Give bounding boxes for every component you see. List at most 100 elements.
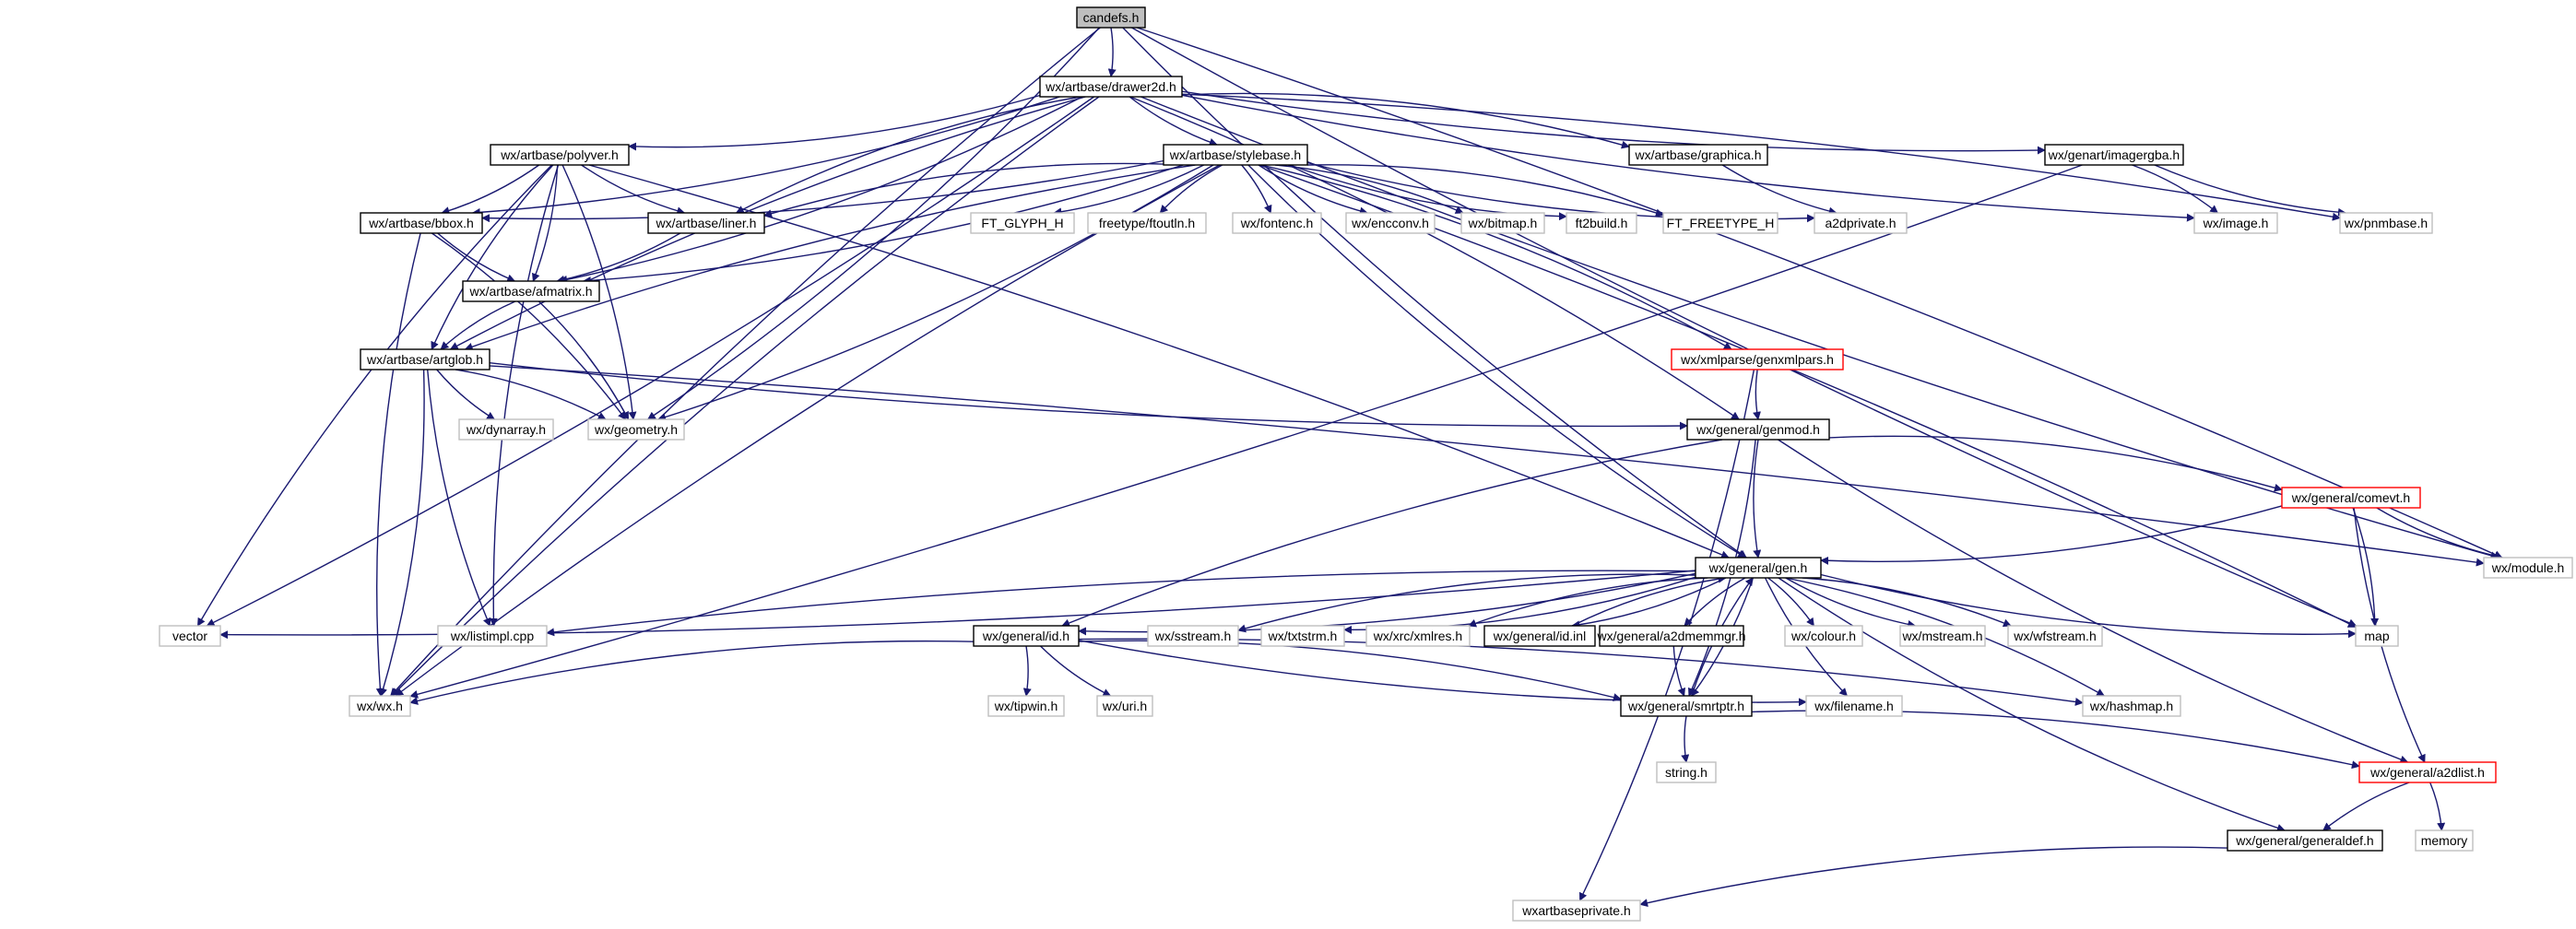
- node-wfstream-box[interactable]: [2007, 625, 2103, 647]
- node-candefs[interactable]: candefs.h: [1076, 6, 1146, 29]
- node-memory[interactable]: memory: [2415, 829, 2474, 852]
- node-stylebase[interactable]: wx/artbase/stylebase.h: [1163, 144, 1308, 166]
- node-ftglyph-box[interactable]: [970, 212, 1075, 234]
- node-memory-box[interactable]: [2415, 829, 2474, 852]
- node-a2dprivate[interactable]: a2dprivate.h: [1814, 212, 1908, 234]
- node-smrtptr-box[interactable]: [1620, 695, 1753, 717]
- node-a2dmemmgr-box[interactable]: [1599, 625, 1744, 647]
- node-liner-box[interactable]: [647, 212, 765, 234]
- node-ftoutln[interactable]: freetype/ftoutln.h: [1087, 212, 1207, 234]
- node-fontenc[interactable]: wx/fontenc.h: [1232, 212, 1322, 234]
- node-txtstrm[interactable]: wx/txtstrm.h: [1260, 625, 1345, 647]
- node-listimpl-box[interactable]: [437, 625, 548, 647]
- node-ftoutln-box[interactable]: [1087, 212, 1207, 234]
- node-encconv-box[interactable]: [1345, 212, 1436, 234]
- node-geometry-box[interactable]: [587, 418, 685, 441]
- node-genxmlpars-box[interactable]: [1671, 348, 1844, 370]
- node-a2dlist[interactable]: wx/general/a2dlist.h: [2358, 761, 2497, 783]
- node-image[interactable]: wx/image.h: [2193, 212, 2278, 234]
- node-generaldef-box[interactable]: [2227, 829, 2383, 852]
- node-wxartbaseprivate[interactable]: wxartbaseprivate.h: [1512, 900, 1641, 922]
- node-tipwin-box[interactable]: [987, 695, 1065, 717]
- node-a2dlist-box[interactable]: [2358, 761, 2497, 783]
- node-bbox-box[interactable]: [360, 212, 483, 234]
- node-bitmap-box[interactable]: [1460, 212, 1545, 234]
- node-wxh-box[interactable]: [349, 695, 411, 717]
- node-sstream[interactable]: wx/sstream.h: [1147, 625, 1239, 647]
- node-genmod-box[interactable]: [1686, 418, 1830, 441]
- node-afmatrix-box[interactable]: [462, 280, 600, 302]
- node-module-box[interactable]: [2483, 557, 2573, 579]
- node-colour[interactable]: wx/colour.h: [1784, 625, 1863, 647]
- node-image-box[interactable]: [2193, 212, 2278, 234]
- node-gen[interactable]: wx/general/gen.h: [1695, 557, 1822, 579]
- node-generaldef[interactable]: wx/general/generaldef.h: [2227, 829, 2383, 852]
- node-txtstrm-box[interactable]: [1260, 625, 1345, 647]
- node-stylebase-box[interactable]: [1163, 144, 1308, 166]
- node-filename[interactable]: wx/filename.h: [1805, 695, 1903, 717]
- node-graphica[interactable]: wx/artbase/graphica.h: [1628, 144, 1768, 166]
- node-vector-box[interactable]: [159, 625, 221, 647]
- node-colour-box[interactable]: [1784, 625, 1863, 647]
- node-ft2build-box[interactable]: [1566, 212, 1637, 234]
- node-stringh-box[interactable]: [1656, 761, 1717, 783]
- node-listimpl[interactable]: wx/listimpl.cpp: [437, 625, 548, 647]
- node-smrtptr[interactable]: wx/general/smrtptr.h: [1620, 695, 1753, 717]
- node-idinl-box[interactable]: [1483, 625, 1596, 647]
- node-idinl[interactable]: wx/general/id.inl: [1483, 625, 1596, 647]
- node-comevt[interactable]: wx/general/comevt.h: [2281, 487, 2421, 509]
- node-ftfreetype-box[interactable]: [1662, 212, 1778, 234]
- node-gen-box[interactable]: [1695, 557, 1822, 579]
- node-artglob[interactable]: wx/artbase/artglob.h: [360, 348, 490, 370]
- node-drawer2d[interactable]: wx/artbase/drawer2d.h: [1039, 76, 1183, 98]
- node-stringh[interactable]: string.h: [1656, 761, 1717, 783]
- node-imagergba-box[interactable]: [2044, 144, 2184, 166]
- node-dynarray[interactable]: wx/dynarray.h: [458, 418, 554, 441]
- node-drawer2d-box[interactable]: [1039, 76, 1183, 98]
- node-genxmlpars[interactable]: wx/xmlparse/genxmlpars.h: [1671, 348, 1844, 370]
- node-polyver[interactable]: wx/artbase/polyver.h: [490, 144, 630, 166]
- node-map[interactable]: map: [2355, 625, 2399, 647]
- node-hashmap-box[interactable]: [2082, 695, 2181, 717]
- node-vector[interactable]: vector: [159, 625, 221, 647]
- node-a2dprivate-box[interactable]: [1814, 212, 1908, 234]
- node-afmatrix[interactable]: wx/artbase/afmatrix.h: [462, 280, 600, 302]
- node-mstream[interactable]: wx/mstream.h: [1899, 625, 1986, 647]
- node-xmlres[interactable]: wx/xrc/xmlres.h: [1365, 625, 1471, 647]
- node-imagergba[interactable]: wx/genart/imagergba.h: [2044, 144, 2184, 166]
- node-ft2build[interactable]: ft2build.h: [1566, 212, 1637, 234]
- node-map-box[interactable]: [2355, 625, 2399, 647]
- node-ftglyph[interactable]: FT_GLYPH_H: [970, 212, 1075, 234]
- node-pnmbase-box[interactable]: [2339, 212, 2433, 234]
- node-bitmap[interactable]: wx/bitmap.h: [1460, 212, 1545, 234]
- node-sstream-box[interactable]: [1147, 625, 1239, 647]
- node-comevt-box[interactable]: [2281, 487, 2421, 509]
- node-idh-box[interactable]: [973, 625, 1080, 647]
- node-mstream-box[interactable]: [1899, 625, 1986, 647]
- node-a2dmemmgr[interactable]: wx/general/a2dmemmgr.h: [1596, 625, 1746, 647]
- node-genmod[interactable]: wx/general/genmod.h: [1686, 418, 1830, 441]
- node-fontenc-box[interactable]: [1232, 212, 1322, 234]
- node-liner[interactable]: wx/artbase/liner.h: [647, 212, 765, 234]
- node-module[interactable]: wx/module.h: [2483, 557, 2573, 579]
- node-artglob-box[interactable]: [360, 348, 490, 370]
- node-polyver-box[interactable]: [490, 144, 630, 166]
- node-filename-box[interactable]: [1805, 695, 1903, 717]
- node-encconv[interactable]: wx/encconv.h: [1345, 212, 1436, 234]
- node-xmlres-box[interactable]: [1365, 625, 1471, 647]
- node-hashmap[interactable]: wx/hashmap.h: [2082, 695, 2181, 717]
- node-geometry[interactable]: wx/geometry.h: [587, 418, 685, 441]
- node-ftfreetype[interactable]: FT_FREETYPE_H: [1662, 212, 1778, 234]
- node-wxartbaseprivate-box[interactable]: [1512, 900, 1641, 922]
- node-bbox[interactable]: wx/artbase/bbox.h: [360, 212, 483, 234]
- node-tipwin[interactable]: wx/tipwin.h: [987, 695, 1065, 717]
- node-idh[interactable]: wx/general/id.h: [973, 625, 1080, 647]
- node-dynarray-box[interactable]: [458, 418, 554, 441]
- node-graphica-box[interactable]: [1628, 144, 1768, 166]
- node-wfstream[interactable]: wx/wfstream.h: [2007, 625, 2103, 647]
- node-uri-box[interactable]: [1096, 695, 1153, 717]
- node-candefs-box[interactable]: [1076, 6, 1146, 29]
- node-wxh[interactable]: wx/wx.h: [349, 695, 411, 717]
- node-uri[interactable]: wx/uri.h: [1096, 695, 1153, 717]
- node-pnmbase[interactable]: wx/pnmbase.h: [2339, 212, 2433, 234]
